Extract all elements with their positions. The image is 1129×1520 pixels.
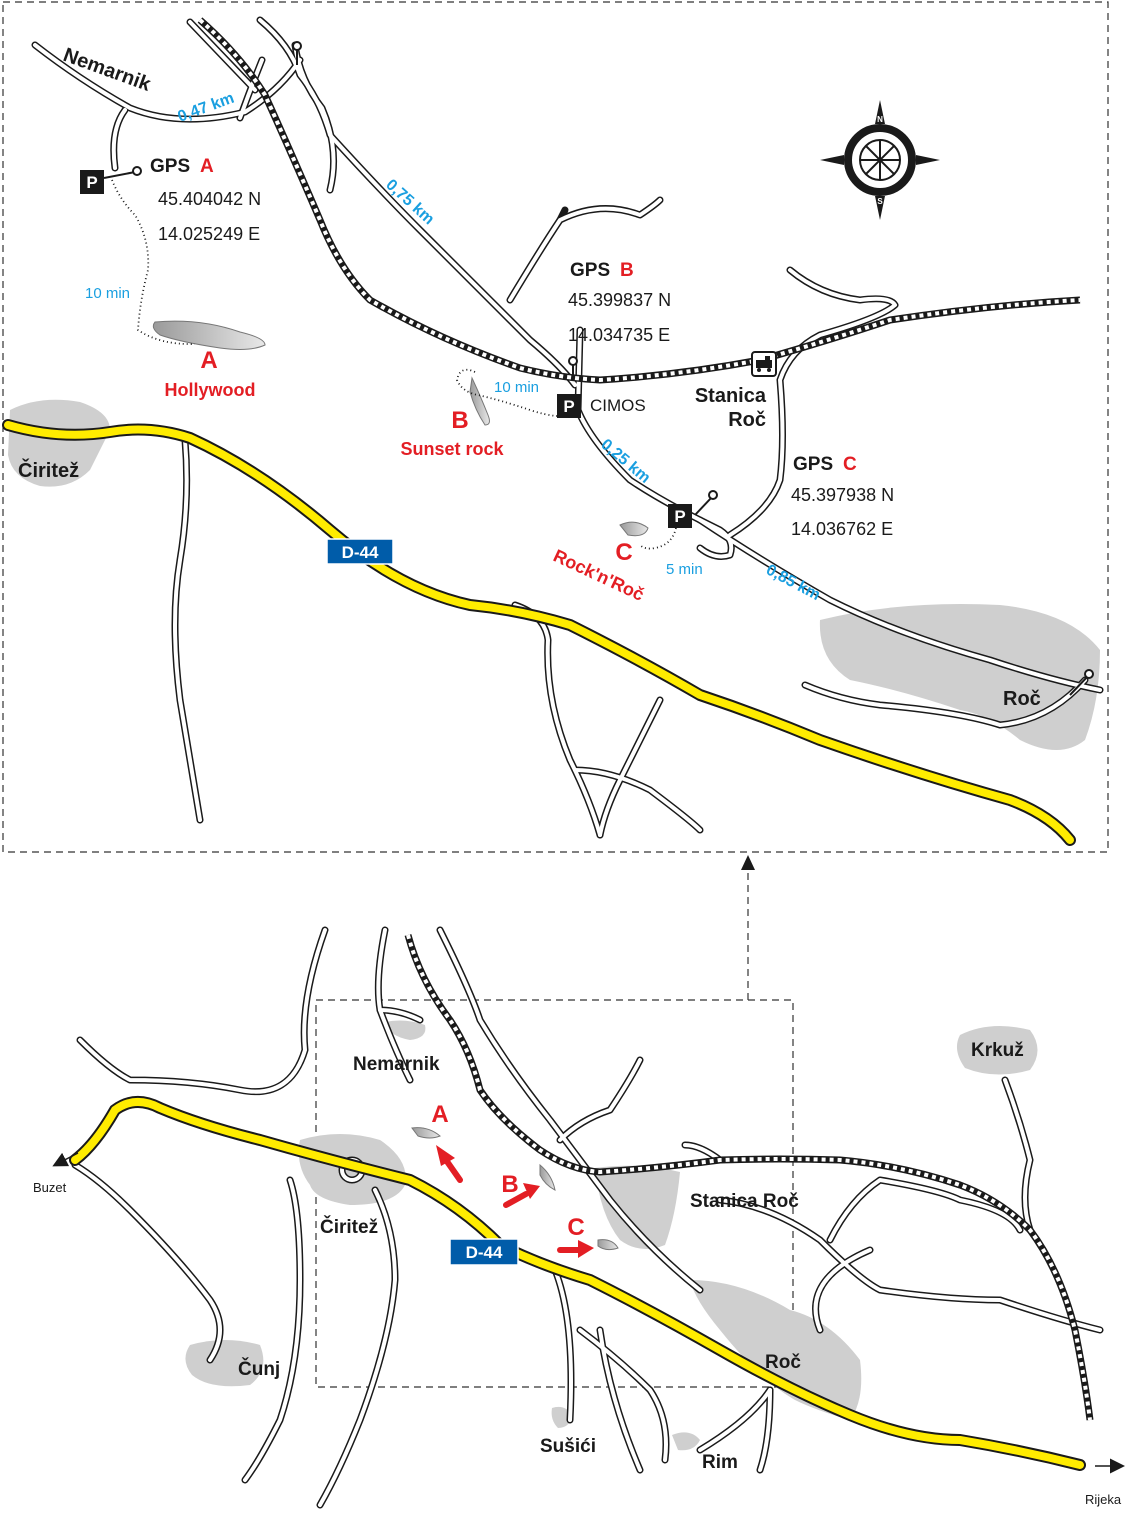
gps-block-c: GPS C 45.397938 N 14.036762 E: [791, 454, 894, 539]
overview-place-roc: Roč: [765, 1352, 801, 1373]
red-arrow-c-icon: [557, 1240, 594, 1258]
svg-text:W: W: [831, 164, 839, 173]
svg-text:14.025249 E: 14.025249 E: [158, 224, 260, 244]
site-letter-c: C: [615, 539, 632, 566]
settlement-ciritez-area: [8, 399, 110, 487]
svg-text:P: P: [674, 507, 685, 526]
road-shield-d44: D-44: [326, 538, 394, 565]
parking-sign-c: P: [668, 504, 692, 528]
overview-crag-c: [597, 1239, 619, 1251]
crag-b: [469, 376, 490, 426]
gps-block-a: GPS A 45.404042 N 14.025249 E: [150, 156, 261, 244]
overview-place-susici: Sušići: [540, 1436, 596, 1457]
place-cimos: CIMOS: [590, 396, 646, 415]
place-ciritez: Čiritež: [18, 458, 79, 482]
crag-c: [619, 521, 649, 537]
pins: [103, 41, 1094, 696]
gps-block-b: GPS B 45.399837 N 14.034735 E: [568, 260, 671, 345]
zoom-connector-arrow: [741, 855, 755, 1000]
overview-roads: [71, 926, 1104, 1509]
svg-text:45.399837 N: 45.399837 N: [568, 290, 671, 310]
overview-place-stanica-roc: Stanica Roč: [690, 1191, 799, 1212]
svg-text:45.404042 N: 45.404042 N: [158, 189, 261, 209]
settlement-roc-area: [819, 604, 1100, 750]
overview-site-letter-c: C: [567, 1214, 584, 1241]
svg-text:D-44: D-44: [342, 543, 379, 562]
overview-site-letter-a: A: [431, 1101, 448, 1128]
detail-railway: [197, 17, 1081, 384]
parking-sign-a: P: [80, 170, 104, 194]
site-name-hollywood: Hollywood: [165, 380, 256, 400]
overview-crag-a: [411, 1127, 441, 1139]
direction-label-buzet: Buzet: [33, 1180, 67, 1195]
crag-a: [152, 320, 266, 350]
red-arrow-b-icon: [503, 1183, 540, 1208]
overview-crag-b: [539, 1163, 556, 1191]
svg-text:GPS: GPS: [570, 260, 610, 281]
distance-label: 0,85 km: [763, 562, 823, 605]
svg-text:B: B: [620, 260, 634, 281]
train-station-icon: [751, 351, 777, 377]
site-letter-b: B: [451, 407, 468, 434]
overview-site-letter-b: B: [501, 1171, 518, 1198]
svg-text:GPS: GPS: [150, 156, 190, 177]
place-stanica-roc: Roč: [728, 409, 766, 431]
svg-text:GPS: GPS: [793, 454, 833, 475]
svg-text:E: E: [922, 145, 928, 154]
overview-settlement-roc: [690, 1280, 862, 1420]
walk-time-a: 10 min: [85, 285, 130, 302]
arrow-west-buzet-icon: [52, 1152, 79, 1167]
parking-sign-b: P: [557, 394, 581, 418]
svg-text:14.034735 E: 14.034735 E: [568, 325, 670, 345]
overview-settlement-cunj: [185, 1340, 264, 1387]
svg-text:C: C: [843, 454, 857, 475]
walk-time-b: 10 min: [494, 379, 539, 396]
place-stanica: Stanica: [695, 385, 767, 407]
overview-settlement-stanica: [595, 1165, 680, 1249]
svg-text:P: P: [563, 397, 574, 416]
svg-text:45.397938 N: 45.397938 N: [791, 485, 894, 505]
detail-map: P P P N: [2, 1, 1109, 853]
overview-settlement-nemarnik: [385, 1020, 426, 1040]
place-roc: Roč: [1003, 688, 1041, 710]
svg-text:14.036762 E: 14.036762 E: [791, 519, 893, 539]
svg-text:S: S: [877, 197, 883, 206]
overview-place-rim: Rim: [702, 1452, 738, 1473]
overview-place-nemarnik: Nemarnik: [353, 1054, 440, 1075]
compass-rose-icon: N S E W: [820, 100, 940, 220]
overview-highway-d44: [69, 1096, 1086, 1471]
svg-text:P: P: [86, 173, 97, 192]
detail-roads: [31, 16, 1104, 839]
site-letter-a: A: [200, 347, 217, 374]
overview-map: D-44 A B C Nemarnik Čiritež Stanica Roč …: [33, 926, 1125, 1509]
overview-settlement-rim: [672, 1432, 700, 1451]
overview-settlement-krkuz: [956, 1026, 1038, 1075]
overview-place-ciritez: Čiritež: [320, 1216, 378, 1238]
detail-highway-d44: [2, 419, 1076, 846]
footpaths: [111, 179, 677, 550]
walk-time-c: 5 min: [666, 561, 703, 578]
overview-railway: [404, 934, 1094, 1421]
direction-label-rijeka: Rijeka: [1085, 1492, 1122, 1507]
overview-road-shield-d44: D-44: [449, 1238, 519, 1266]
red-arrow-a-icon: [436, 1145, 463, 1183]
overview-place-cunj: Čunj: [238, 1358, 280, 1380]
svg-text:N: N: [877, 115, 883, 124]
overview-place-krkuz: Krkuž: [971, 1040, 1024, 1061]
svg-text:D-44: D-44: [466, 1243, 503, 1262]
site-name-sunset-rock: Sunset rock: [400, 439, 504, 459]
svg-text:A: A: [200, 156, 214, 177]
